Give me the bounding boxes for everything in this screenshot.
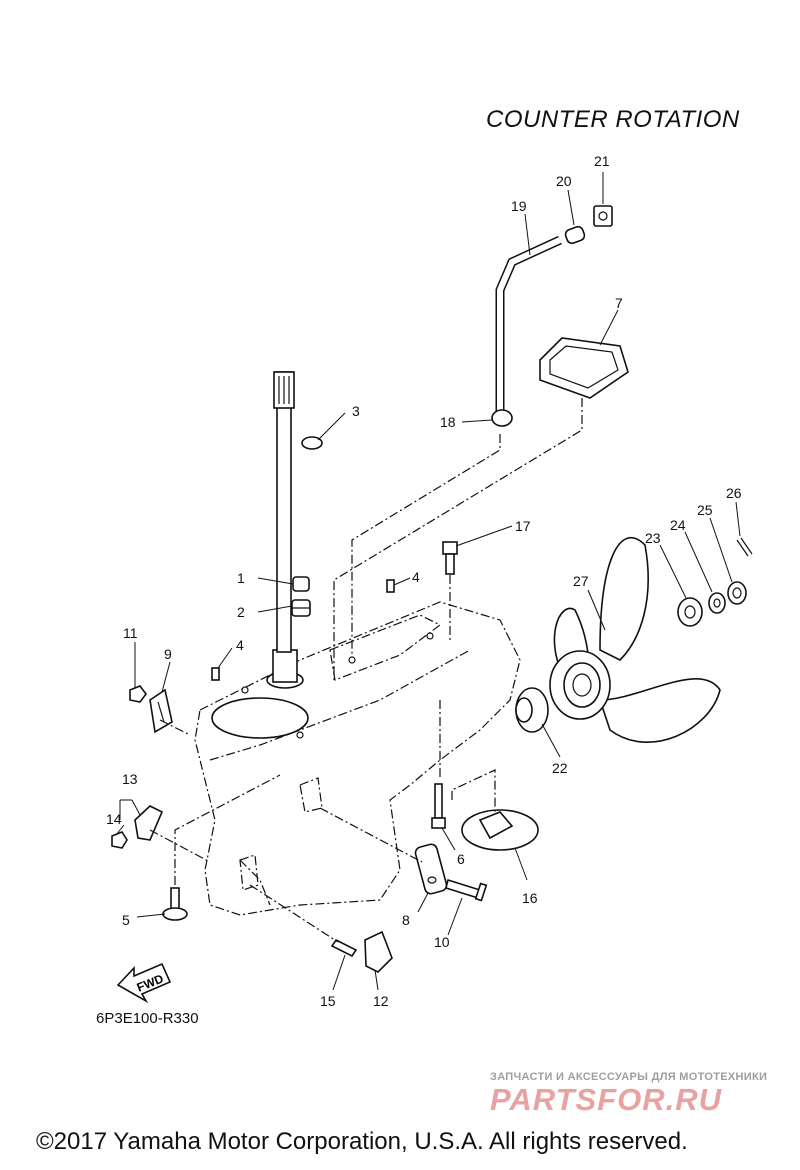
part-8-anode xyxy=(414,843,448,895)
watermark-brand: PARTSFOR.RU xyxy=(490,1082,723,1117)
callout-17: 17 xyxy=(515,518,531,534)
callout-15: 15 xyxy=(320,993,336,1009)
watermark-tagline: ЗАПЧАСТИ И АКСЕССУАРЫ ДЛЯ МОТОТЕХНИКИ xyxy=(490,1071,768,1083)
part-20-bushing xyxy=(564,225,586,245)
callout-20: 20 xyxy=(556,173,572,189)
callout-4-lower: 4 xyxy=(236,637,244,653)
part-10-bolt xyxy=(445,878,488,902)
callout-9: 9 xyxy=(164,646,172,662)
callout-14: 14 xyxy=(106,811,122,827)
callout-labels: 1 2 3 4 4 5 6 7 8 9 10 11 12 13 14 15 16… xyxy=(106,153,742,1009)
callout-6: 6 xyxy=(457,851,465,867)
part-13-bracket xyxy=(134,805,164,841)
part-22-spacer xyxy=(515,687,549,733)
part-26-cotter-pin xyxy=(736,537,753,557)
callout-4-upper: 4 xyxy=(412,569,420,585)
part-6-bolt xyxy=(431,783,446,829)
water-pump-base xyxy=(211,649,309,739)
part-4-dowel-pin-upper xyxy=(386,579,395,593)
part-25-nut xyxy=(727,581,747,605)
part-9-bracket xyxy=(149,688,173,734)
part-23-washer xyxy=(677,597,703,627)
part-4-dowel-pin-lower xyxy=(211,667,220,681)
diagram-title: COUNTER ROTATION xyxy=(486,106,740,133)
assembly-lines xyxy=(149,398,583,943)
callout-11: 11 xyxy=(123,625,138,641)
callout-22: 22 xyxy=(552,760,568,776)
part-17-bolt xyxy=(442,541,458,575)
part-5-bolt xyxy=(162,887,188,921)
callout-1: 1 xyxy=(237,570,245,586)
callout-27: 27 xyxy=(573,573,589,589)
fwd-arrow: FWD xyxy=(116,962,172,1004)
part-2-seal xyxy=(291,599,311,617)
callout-13: 13 xyxy=(122,771,138,787)
part-27-propeller xyxy=(549,536,721,743)
part-18-rod-boot xyxy=(491,409,513,427)
callout-5: 5 xyxy=(122,912,130,928)
part-15-bolt xyxy=(330,938,358,958)
part-16-trim-tab xyxy=(461,809,539,851)
callout-26: 26 xyxy=(726,485,742,501)
callout-3: 3 xyxy=(352,403,360,419)
part-24-washer xyxy=(708,592,726,614)
callout-19: 19 xyxy=(511,198,527,214)
callout-24: 24 xyxy=(670,517,686,533)
part-3-water-tube xyxy=(295,436,323,561)
callout-25: 25 xyxy=(697,502,713,518)
callout-18: 18 xyxy=(440,414,456,430)
drive-shaft xyxy=(273,371,295,653)
part-14-nut xyxy=(111,831,128,849)
callout-10: 10 xyxy=(434,934,450,950)
callout-21: 21 xyxy=(594,153,610,169)
leader-lines xyxy=(115,172,741,991)
callout-12: 12 xyxy=(373,993,389,1009)
part-7-gasket xyxy=(539,337,629,399)
part-19-shift-rod xyxy=(495,235,562,412)
callout-2: 2 xyxy=(237,604,245,620)
part-1-grommet xyxy=(292,576,310,592)
callout-8: 8 xyxy=(402,912,410,928)
callout-7: 7 xyxy=(615,295,623,311)
part-11-nut xyxy=(129,685,147,703)
copyright-notice: ©2017 Yamaha Motor Corporation, U.S.A. A… xyxy=(36,1128,688,1155)
part-12-anode xyxy=(364,930,393,973)
callout-16: 16 xyxy=(522,890,538,906)
diagram-code: 6P3E100-R330 xyxy=(96,1010,199,1027)
callout-23: 23 xyxy=(645,530,661,546)
part-21-clip xyxy=(593,205,613,227)
